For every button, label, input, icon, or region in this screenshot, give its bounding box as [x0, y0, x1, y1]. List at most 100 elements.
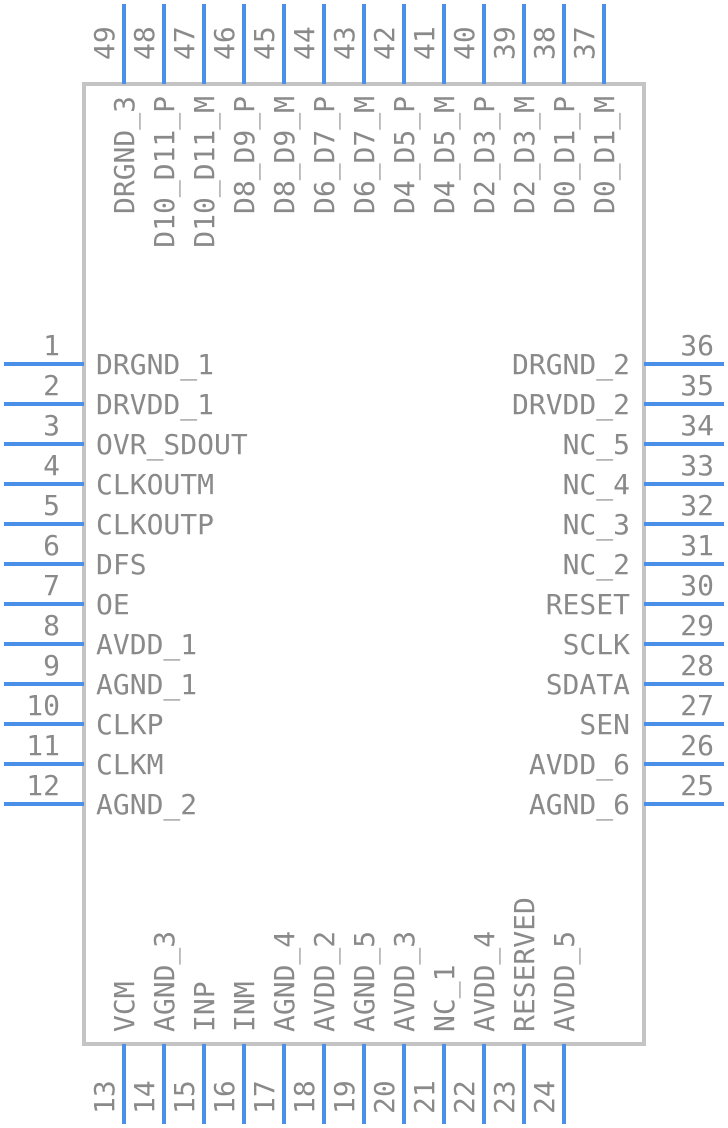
- pin-number-4: 4: [43, 449, 60, 482]
- pin-label-4: CLKOUTM: [96, 468, 214, 501]
- pin-number-1: 1: [43, 329, 60, 362]
- pin-label-34: NC_5: [563, 428, 630, 462]
- pin-label-41: D4_D5_M: [428, 96, 462, 214]
- pin-label-24: AVDD_5: [548, 931, 582, 1032]
- pin-number-22: 22: [448, 1080, 481, 1114]
- pin-label-37: D0_D1_M: [588, 96, 622, 214]
- pin-number-10: 10: [26, 689, 60, 722]
- pin-number-19: 19: [328, 1080, 361, 1114]
- pin-number-41: 41: [408, 26, 441, 60]
- pin-label-12: AGND_2: [96, 788, 197, 822]
- pin-label-5: CLKOUTP: [96, 508, 214, 541]
- pin-number-31: 31: [680, 529, 714, 562]
- pin-label-13: VCM: [108, 981, 141, 1032]
- pin-number-8: 8: [43, 609, 60, 642]
- pin-label-2: DRVDD_1: [96, 388, 214, 422]
- pin-number-12: 12: [26, 769, 60, 802]
- pin-label-36: DRGND_2: [512, 348, 630, 382]
- pin-label-44: D6_D7_P: [308, 96, 342, 214]
- pin-label-8: AVDD_1: [96, 628, 197, 662]
- pin-number-9: 9: [43, 649, 60, 682]
- pin-number-36: 36: [680, 329, 714, 362]
- pin-number-15: 15: [168, 1080, 201, 1114]
- pin-number-29: 29: [680, 609, 714, 642]
- pin-label-17: AGND_4: [268, 931, 302, 1032]
- pin-number-16: 16: [208, 1080, 241, 1114]
- pin-number-30: 30: [680, 569, 714, 602]
- pin-number-46: 46: [208, 26, 241, 60]
- pin-number-35: 35: [680, 369, 714, 402]
- pin-label-30: RESET: [546, 588, 630, 621]
- pin-number-37: 37: [568, 26, 601, 60]
- pin-label-10: CLKP: [96, 708, 163, 741]
- pin-label-28: SDATA: [546, 668, 630, 701]
- pin-number-43: 43: [328, 26, 361, 60]
- pin-label-3: OVR_SDOUT: [96, 428, 248, 462]
- pin-label-21: NC_1: [428, 965, 462, 1032]
- pin-number-27: 27: [680, 689, 714, 722]
- pin-number-42: 42: [368, 26, 401, 60]
- pin-label-18: AVDD_2: [308, 931, 342, 1032]
- pin-number-47: 47: [168, 26, 201, 60]
- pin-number-48: 48: [128, 26, 161, 60]
- pin-number-25: 25: [680, 769, 714, 802]
- pin-label-19: AGND_5: [348, 931, 382, 1032]
- pin-number-21: 21: [408, 1080, 441, 1114]
- pin-label-16: INM: [228, 981, 261, 1032]
- pin-label-29: SCLK: [563, 628, 631, 661]
- pin-number-6: 6: [43, 529, 60, 562]
- pin-number-32: 32: [680, 489, 714, 522]
- pin-number-33: 33: [680, 449, 714, 482]
- pin-label-7: OE: [96, 588, 130, 621]
- pin-label-45: D8_D9_M: [268, 96, 302, 214]
- pin-label-1: DRGND_1: [96, 348, 214, 382]
- pin-label-33: NC_4: [563, 468, 630, 502]
- pin-number-24: 24: [528, 1080, 561, 1114]
- pin-label-39: D2_D3_M: [508, 96, 542, 214]
- pin-label-23: RESERVED: [508, 897, 541, 1032]
- pin-number-14: 14: [128, 1080, 161, 1114]
- pin-label-49: DRGND_3: [108, 96, 142, 214]
- pin-label-25: AGND_6: [529, 788, 630, 822]
- pin-number-7: 7: [43, 569, 60, 602]
- pin-label-47: D10_D11_M: [188, 96, 222, 248]
- pin-label-26: AVDD_6: [529, 748, 630, 782]
- pin-label-42: D4_D5_P: [388, 96, 422, 214]
- pin-number-45: 45: [248, 26, 281, 60]
- pin-number-3: 3: [43, 409, 60, 442]
- right-pin-group: 36DRGND_235DRVDD_234NC_533NC_432NC_331NC…: [512, 329, 724, 822]
- pin-label-40: D2_D3_P: [468, 96, 502, 214]
- pin-label-35: DRVDD_2: [512, 388, 630, 422]
- pin-label-14: AGND_3: [148, 931, 182, 1032]
- pin-number-18: 18: [288, 1080, 321, 1114]
- pin-number-23: 23: [488, 1080, 521, 1114]
- pin-label-27: SEN: [579, 708, 630, 741]
- pin-number-5: 5: [43, 489, 60, 522]
- pin-number-28: 28: [680, 649, 714, 682]
- pin-label-20: AVDD_3: [388, 931, 422, 1032]
- pin-number-17: 17: [248, 1080, 281, 1114]
- pin-label-48: D10_D11_P: [148, 96, 182, 248]
- pin-label-43: D6_D7_M: [348, 96, 382, 214]
- pin-label-32: NC_3: [563, 508, 630, 542]
- pin-number-38: 38: [528, 26, 561, 60]
- pin-number-13: 13: [88, 1080, 121, 1114]
- pin-label-6: DFS: [96, 548, 147, 581]
- pin-number-49: 49: [88, 26, 121, 60]
- pin-label-15: INP: [188, 981, 221, 1032]
- pin-label-11: CLKM: [96, 748, 163, 781]
- pin-label-46: D8_D9_P: [228, 96, 262, 214]
- left-pin-group: 1DRGND_12DRVDD_13OVR_SDOUT4CLKOUTM5CLKOU…: [4, 329, 248, 822]
- bottom-pin-group: 13 VCM 14 AGND_3 15 INP 16 INM 17 AGND_4 18 AVDD_2 1…: [88, 897, 582, 1124]
- pin-label-9: AGND_1: [96, 668, 197, 702]
- pin-number-20: 20: [368, 1080, 401, 1114]
- pin-number-26: 26: [680, 729, 714, 762]
- pin-label-22: AVDD_4: [468, 931, 502, 1032]
- pin-label-31: NC_2: [563, 548, 630, 582]
- component-body: [82, 82, 646, 1046]
- pin-number-11: 11: [26, 729, 60, 762]
- pin-number-39: 39: [488, 26, 521, 60]
- pin-number-44: 44: [288, 26, 321, 60]
- pin-label-38: D0_D1_P: [548, 96, 582, 214]
